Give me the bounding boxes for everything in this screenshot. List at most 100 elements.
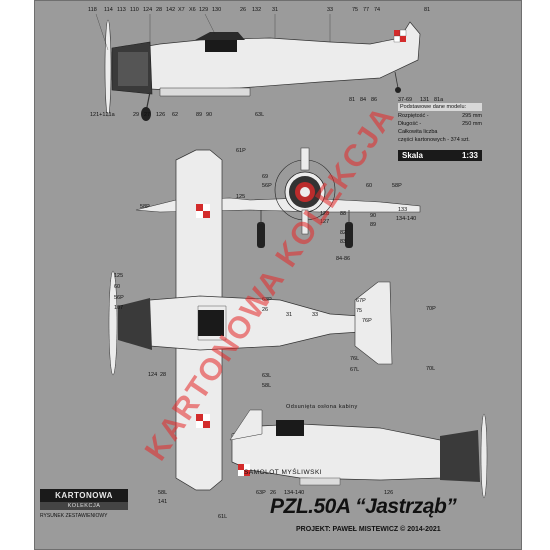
lower-side-view: [229, 409, 488, 499]
part-label: X6: [189, 7, 196, 13]
part-label: 86: [371, 97, 378, 103]
publisher-logo: KARTONOWA KOLEKCJA RYSUNEK ZESTAWIENIOWY: [40, 489, 128, 519]
part-label: 77: [363, 7, 370, 13]
side-view: [95, 13, 421, 121]
part-label: 124: [143, 7, 153, 13]
part-label: 63P: [256, 490, 266, 496]
part-label: 88: [340, 211, 347, 217]
part-label: 121+121a: [90, 112, 115, 118]
part-label: 125: [114, 273, 124, 279]
part-label: 33: [312, 312, 319, 318]
part-label: 127: [320, 219, 330, 225]
page-title: PZL.50A “Jastrząb”: [270, 495, 457, 518]
part-label: 134-140: [396, 216, 417, 222]
spec-row: Długość - 250 mm: [398, 121, 482, 127]
part-label: 67P: [356, 298, 366, 304]
part-label: 63L: [255, 112, 265, 118]
canopy-caption: Odsunięta osłona kabiny: [286, 404, 358, 410]
part-label: 63P: [262, 297, 272, 303]
part-label: 90: [370, 213, 377, 219]
part-label: 84-86: [336, 256, 351, 262]
part-label: 131: [420, 97, 430, 103]
part-label: 114: [104, 7, 113, 13]
part-label: 26: [262, 307, 269, 313]
spec-key: Całkowita liczba: [398, 129, 438, 135]
credit-line: PROJEKT: PAWEŁ MISTEWICZ © 2014-2021: [296, 526, 441, 533]
part-label: 89: [196, 112, 203, 118]
part-label: 27: [144, 112, 151, 118]
part-label: 60: [366, 183, 373, 189]
spec-value: 250 mm: [462, 121, 482, 127]
part-label: 58L: [158, 490, 168, 496]
part-label: 83: [340, 239, 347, 245]
part-label: 31: [286, 312, 293, 318]
part-label: 58P: [140, 204, 150, 210]
spec-row: części kartonowych - 374 szt.: [398, 137, 482, 143]
part-label: 37-69: [398, 97, 413, 103]
part-label: 75: [352, 7, 359, 13]
part-label: 26: [270, 490, 277, 496]
part-label: 110: [130, 7, 139, 13]
spec-key: Rozpiętość -: [398, 113, 429, 119]
part-label: 31: [272, 7, 279, 13]
part-label: 58P: [392, 183, 402, 189]
logo-caption: RYSUNEK ZESTAWIENIOWY: [40, 513, 108, 519]
spec-key: części kartonowych - 374 szt.: [398, 137, 470, 143]
part-label: 61P: [236, 148, 246, 154]
part-label: 70P: [426, 306, 436, 312]
part-label: 129: [199, 7, 209, 13]
part-label: 56P: [114, 295, 124, 301]
part-label: 33: [327, 7, 334, 13]
part-label: 56P: [262, 183, 272, 189]
top-view: [108, 149, 393, 491]
part-label: 130: [212, 7, 222, 13]
view-caption: SAMOLOT MYŚLIWSKI: [244, 469, 323, 476]
part-label: 118: [88, 7, 97, 13]
part-label: 113: [117, 7, 126, 13]
part-label: 26: [240, 7, 247, 13]
scale-value: 1:33: [461, 151, 478, 160]
part-label: 75: [356, 308, 363, 314]
part-label: 76P: [362, 318, 372, 324]
part-label: 69: [262, 174, 269, 180]
scale-label: Skala: [402, 151, 423, 160]
part-label: 81a: [434, 97, 444, 103]
part-label: 29: [133, 112, 140, 118]
part-label: 67L: [350, 367, 360, 373]
scale-badge: Skala 1:33: [398, 150, 482, 161]
spec-key: Długość -: [398, 121, 422, 127]
part-label: 142: [166, 7, 176, 13]
part-label: 141: [158, 499, 168, 505]
logo-line1: KARTONOWA: [40, 489, 128, 502]
part-label: 74: [374, 7, 381, 13]
logo-line2: KOLEKCJA: [40, 502, 128, 510]
part-label: 58L: [262, 383, 272, 389]
part-label: 63L: [262, 373, 272, 379]
model-specs: Podstawowe dane modelu: Rozpiętość -295 …: [398, 103, 482, 143]
specs-header: Podstawowe dane modelu:: [398, 103, 482, 111]
spec-row: Całkowita liczba: [398, 129, 482, 135]
part-label: 84: [360, 97, 367, 103]
part-label: 124: [148, 372, 158, 378]
part-label: 28: [160, 372, 167, 378]
spec-row: Rozpiętość -295 mm: [398, 113, 482, 119]
part-label: 128: [320, 211, 330, 217]
part-label: 126: [384, 490, 394, 496]
part-label: 70L: [426, 366, 436, 372]
part-label: 28: [156, 7, 163, 13]
part-label: X7: [178, 7, 185, 13]
part-label: 132: [252, 7, 262, 13]
part-label: 81: [424, 7, 431, 13]
part-label: 133: [398, 207, 408, 213]
part-label: 90: [206, 112, 213, 118]
part-label: 126: [156, 112, 166, 118]
part-label: 81: [349, 97, 356, 103]
part-label: 134-140: [284, 490, 305, 496]
part-label: 82: [340, 230, 347, 236]
part-label: 60: [114, 284, 121, 290]
part-label: 76L: [350, 356, 360, 362]
part-label: 125: [236, 194, 246, 200]
part-label: 107: [114, 305, 124, 311]
part-label: 62: [172, 112, 179, 118]
